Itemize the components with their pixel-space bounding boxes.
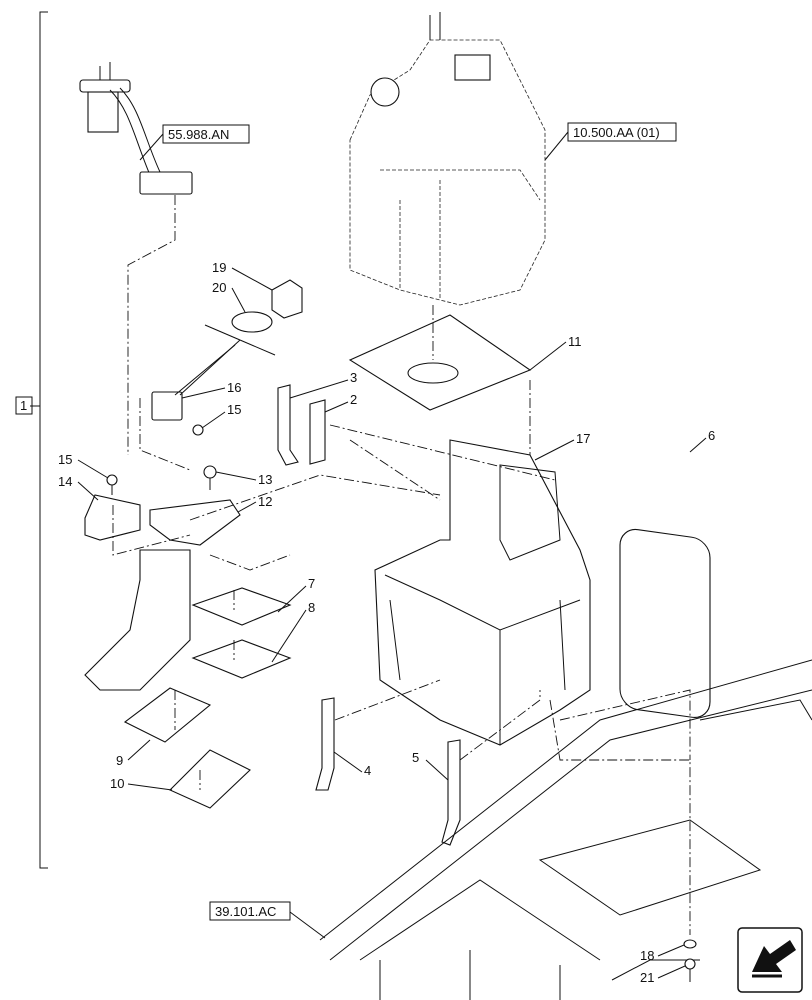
group-bracket: 1 <box>15 11 48 869</box>
callout-18: 18 <box>640 944 685 963</box>
callout-number: 11 <box>568 334 582 349</box>
pad-8 <box>191 639 292 679</box>
pad-9 <box>123 687 212 743</box>
group-label: 1 <box>20 398 27 413</box>
bolt-15-lower <box>106 474 118 495</box>
cover-plate <box>84 549 191 691</box>
callout-15-lower: 15 <box>58 452 109 479</box>
bolt-15-upper <box>192 424 204 436</box>
switch-16 <box>151 324 276 421</box>
callout-number: 16 <box>227 380 241 395</box>
callout-number: 18 <box>640 948 654 963</box>
callout-number: 9 <box>116 753 123 768</box>
callout-number: 3 <box>350 370 357 385</box>
callout-number: 13 <box>258 472 272 487</box>
callout-number: 14 <box>58 474 72 489</box>
callout-8: 8 <box>271 600 315 663</box>
strip-5 <box>441 739 461 846</box>
reference-label: 10.500.AA (01) <box>573 125 660 140</box>
view-direction-arrow-icon <box>737 927 803 993</box>
callout-5: 5 <box>412 750 449 781</box>
callout-number: 5 <box>412 750 419 765</box>
callout-3: 3 <box>289 370 357 399</box>
fuel-tank <box>349 12 546 306</box>
reference-label: 55.988.AN <box>168 127 229 142</box>
bolt-13 <box>203 465 217 490</box>
bolt-21 <box>684 958 696 982</box>
callout-19: 19 <box>212 260 273 291</box>
callout-number: 7 <box>308 576 315 591</box>
strip-2 <box>309 399 326 465</box>
callout-13: 13 <box>215 471 272 487</box>
strip-3 <box>277 384 299 466</box>
window-seal-6 <box>619 528 711 718</box>
callout-number: 17 <box>576 431 590 446</box>
callout-9: 9 <box>116 739 151 768</box>
machine-frame <box>319 659 812 1000</box>
callout-number: 19 <box>212 260 226 275</box>
washer-18 <box>683 939 697 949</box>
callout-2: 2 <box>324 392 357 413</box>
callout-20: 20 <box>212 280 246 313</box>
reference-box-55-988-an[interactable]: 55.988.AN <box>139 124 250 161</box>
callout-number: 8 <box>308 600 315 615</box>
callout-7: 7 <box>277 576 315 613</box>
callout-number: 15 <box>58 452 72 467</box>
clamp-ring-20 <box>231 311 273 333</box>
strip-4 <box>315 697 335 791</box>
callout-number: 21 <box>640 970 654 985</box>
callout-number: 6 <box>708 428 715 443</box>
callout-number: 12 <box>258 494 272 509</box>
fuel-sender-unit <box>79 62 193 195</box>
callout-4: 4 <box>333 751 371 778</box>
reference-box-10-500-aa[interactable]: 10.500.AA (01) <box>544 122 677 161</box>
bracket-14 <box>84 494 141 541</box>
callout-21: 21 <box>640 965 686 985</box>
pad-7 <box>191 587 292 626</box>
callout-number: 20 <box>212 280 226 295</box>
housing-frame-17 <box>374 439 591 746</box>
callout-12: 12 <box>237 494 272 513</box>
callout-11: 11 <box>529 334 582 371</box>
callout-15-upper: 15 <box>201 402 241 429</box>
callout-number: 15 <box>227 402 241 417</box>
callout-number: 10 <box>110 776 124 791</box>
bracket-19 <box>271 279 303 319</box>
reference-box-39-101-ac[interactable]: 39.101.AC <box>209 901 326 939</box>
callout-16: 16 <box>181 380 241 399</box>
callout-17: 17 <box>534 431 590 461</box>
pad-10 <box>169 749 251 809</box>
bracket-12 <box>149 499 241 546</box>
callout-number: 2 <box>350 392 357 407</box>
alignment-lines <box>112 195 691 935</box>
callout-number: 4 <box>364 763 371 778</box>
callout-14: 14 <box>58 474 99 501</box>
callout-6: 6 <box>689 428 715 453</box>
reference-label: 39.101.AC <box>215 904 276 919</box>
callout-10: 10 <box>110 776 173 791</box>
gasket-plate <box>348 314 532 411</box>
